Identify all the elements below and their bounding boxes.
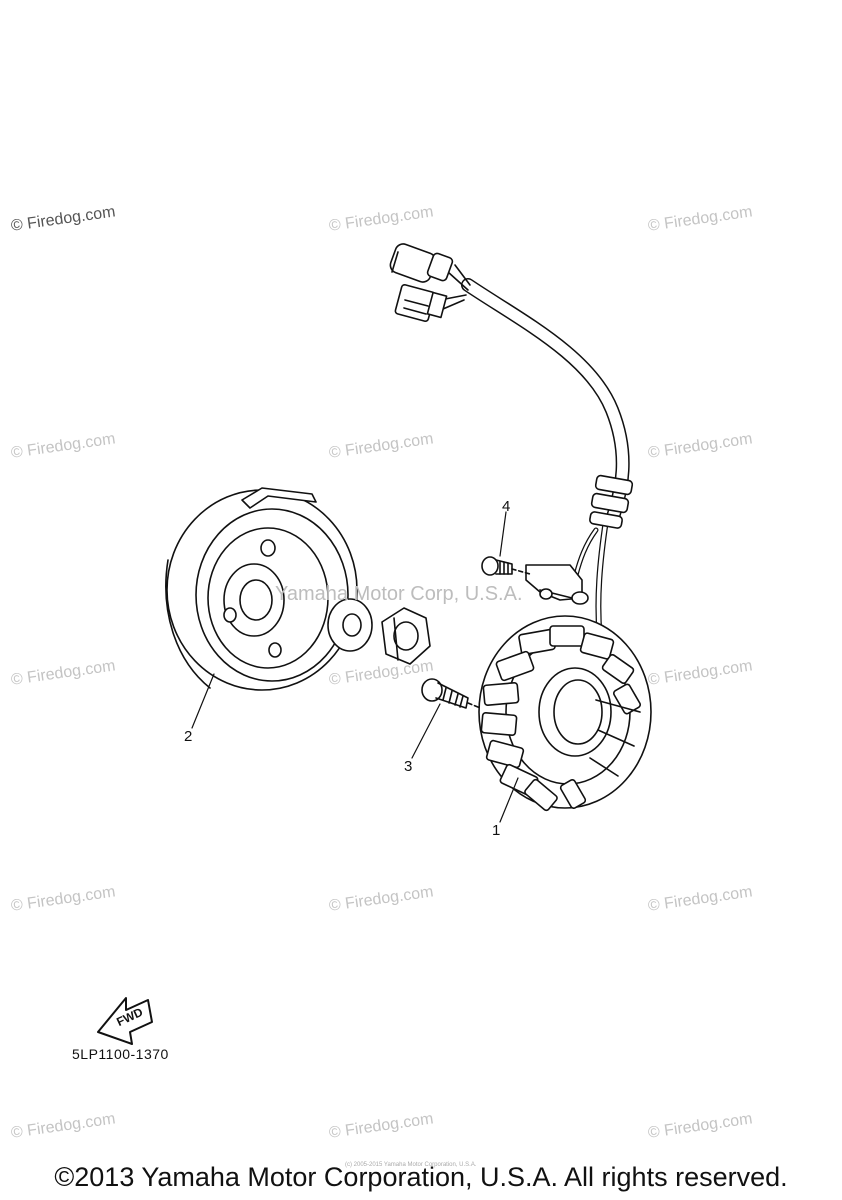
callout-label-4: 4 xyxy=(502,498,511,515)
callout-label-1: 1 xyxy=(492,822,501,839)
pickup-coil xyxy=(525,564,589,605)
bolt-part-3 xyxy=(421,678,491,713)
bolt-part-4 xyxy=(481,556,531,576)
round-connector xyxy=(389,243,454,283)
tiny-copyright-note: (c) 2005-2015 Yamaha Motor Corporation, … xyxy=(345,1162,477,1168)
wire-harness xyxy=(389,243,634,643)
copyright-footer: ©2013 Yamaha Motor Corporation, U.S.A. A… xyxy=(54,1162,788,1192)
flywheel-rotor xyxy=(165,487,358,691)
callout-label-2: 2 xyxy=(184,728,193,745)
fwd-arrow-icon xyxy=(97,997,153,1045)
stator-coil xyxy=(478,615,652,812)
callout-label-3: 3 xyxy=(404,758,413,775)
flat-connector xyxy=(394,283,448,323)
center-watermark: Yamaha Motor Corp, U.S.A. xyxy=(275,583,523,605)
hex-nut xyxy=(381,607,431,665)
washer xyxy=(327,598,373,652)
leader-lines xyxy=(191,511,519,823)
part-code: 5LP1100-1370 xyxy=(72,1046,169,1062)
